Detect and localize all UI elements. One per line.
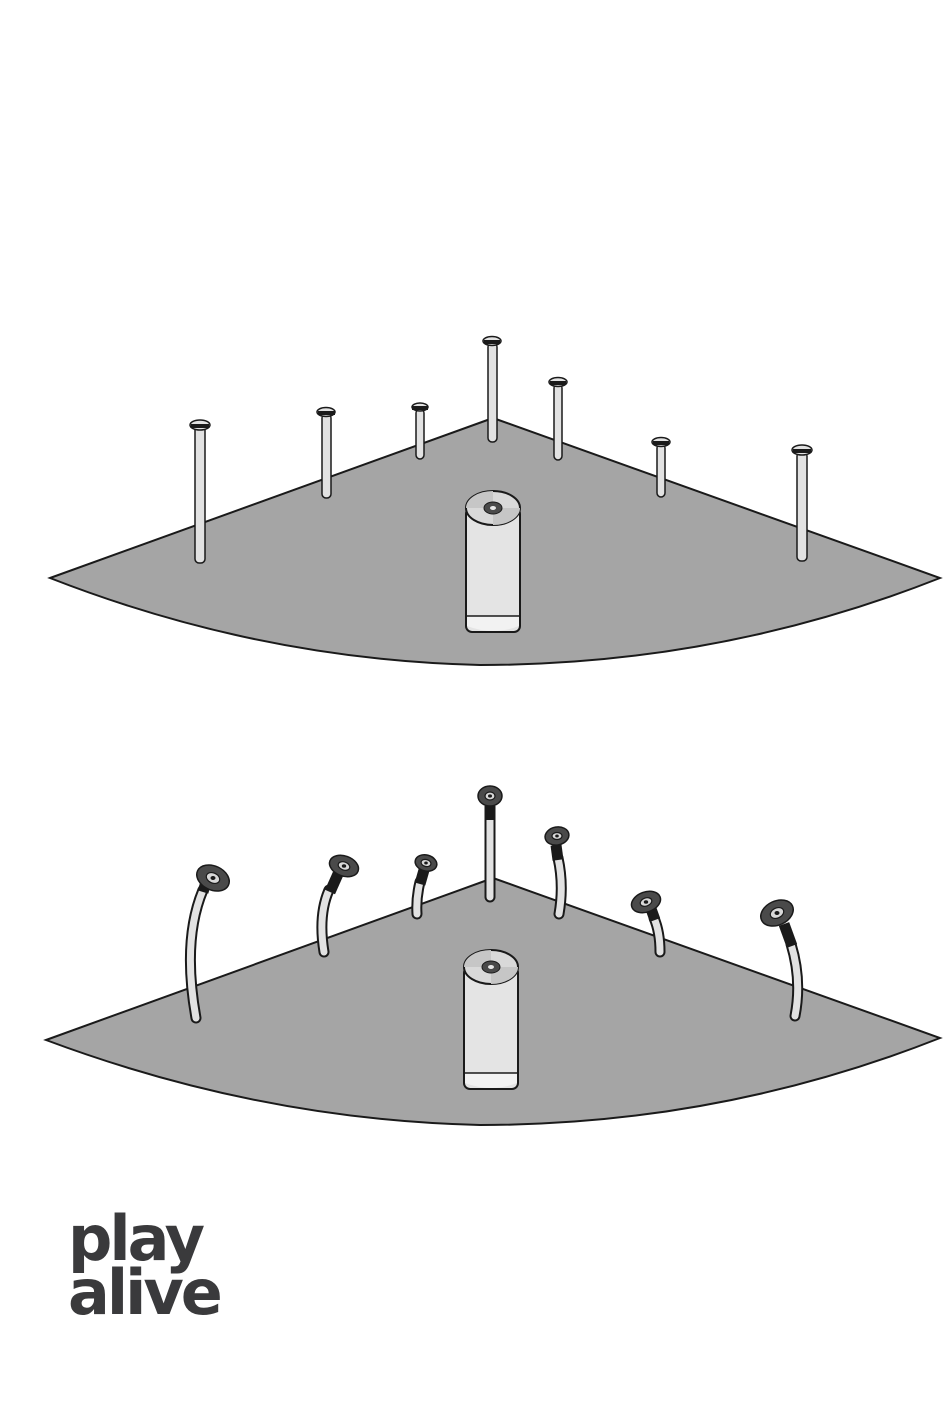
- logo-line-2: alive: [68, 1266, 228, 1320]
- bottom-panel: [46, 786, 940, 1125]
- top-canister: [466, 491, 520, 632]
- top-panel: [50, 337, 940, 666]
- bottom-canister: [464, 950, 518, 1089]
- play-alive-logo: play alive: [68, 1212, 228, 1320]
